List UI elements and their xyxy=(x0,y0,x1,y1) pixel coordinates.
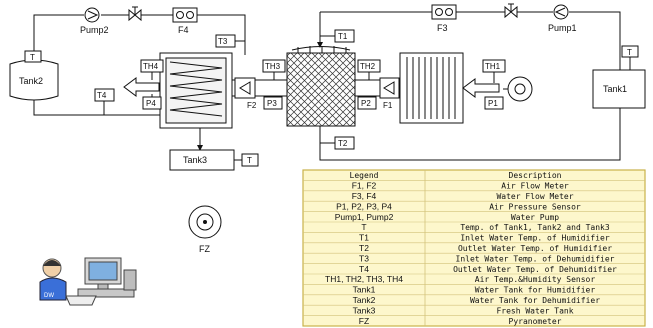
legend-key: Tank3 xyxy=(353,305,376,315)
svg-text:T3: T3 xyxy=(218,37,228,46)
sensor-t2: T2 xyxy=(320,136,355,150)
pyranometer-fz: FZ xyxy=(188,205,222,254)
svg-text:T4: T4 xyxy=(97,91,107,100)
tank1-temp-label: T xyxy=(627,48,632,57)
svg-text:T1: T1 xyxy=(338,32,348,41)
legend-key: Tank1 xyxy=(353,285,376,295)
tank3: Tank3 T xyxy=(169,149,259,171)
dehumidifier-outlet: TH4 P4 xyxy=(123,59,164,110)
svg-text:TH4: TH4 xyxy=(143,62,159,71)
legend-key: Tank2 xyxy=(353,295,376,305)
svg-text:TH1: TH1 xyxy=(485,62,501,71)
valve-left xyxy=(128,6,142,22)
legend-description: Outlet Water Temp. of Humidifier xyxy=(458,244,612,253)
pump2: Pump2 xyxy=(80,7,109,35)
legend-key: FZ xyxy=(359,316,369,326)
tank2-temp-label: T xyxy=(30,53,35,62)
sensor-t4: T4 xyxy=(94,88,115,115)
legend-key: P1, P2, P3, P4 xyxy=(336,201,392,211)
legend-description: Inlet Water Temp. of Dehumidifier xyxy=(456,254,615,263)
legend-description: Air Pressure Sensor xyxy=(489,202,581,211)
pump2-label: Pump2 xyxy=(80,25,109,35)
legend-key: T xyxy=(361,222,366,232)
legend-key: T2 xyxy=(359,243,369,253)
f4-label: F4 xyxy=(178,25,189,35)
legend-description: Water Tank for Humidifier xyxy=(475,286,596,295)
legend-key: F3, F4 xyxy=(352,191,377,201)
legend-description: Temp. of Tank1, Tank2 and Tank3 xyxy=(460,223,609,232)
svg-text:TH3: TH3 xyxy=(265,62,281,71)
tank1: Tank1 T xyxy=(592,45,646,109)
pump1: Pump1 xyxy=(548,4,577,33)
legend-description: Fresh Water Tank xyxy=(496,306,573,315)
sensor-t3: T3 xyxy=(215,34,245,48)
svg-text:T2: T2 xyxy=(338,139,348,148)
tank3-temp-label: T xyxy=(247,156,252,165)
operator-badge: DW xyxy=(44,293,54,299)
legend-key: F1, F2 xyxy=(352,181,377,191)
svg-text:P1: P1 xyxy=(488,99,498,108)
svg-text:TH2: TH2 xyxy=(360,62,376,71)
legend-description: Water Flow Meter xyxy=(496,192,573,201)
legend-background xyxy=(302,169,646,327)
legend-description: Water Pump xyxy=(511,213,559,222)
legend-header-left: Legend xyxy=(350,171,379,180)
legend-description: Inlet Water Temp. of Humidifier xyxy=(460,234,609,243)
legend-description: Water Tank for Dehumidifier xyxy=(470,296,600,305)
svg-text:P4: P4 xyxy=(146,99,156,108)
f1-label: F1 xyxy=(383,101,393,110)
flow-meter-f4: F4 xyxy=(172,7,198,35)
legend-description: Outlet Water Temp. of Dehumidifier xyxy=(453,265,617,274)
tank2: Tank2 T xyxy=(9,50,59,101)
valve-right xyxy=(504,3,518,19)
svg-text:FZ: FZ xyxy=(199,244,210,254)
svg-text:Tank3: Tank3 xyxy=(183,155,207,165)
legend-description: Air Flow Meter xyxy=(501,182,569,191)
svg-text:Tank1: Tank1 xyxy=(603,84,627,94)
svg-text:P3: P3 xyxy=(267,99,277,108)
air-duct-middle: F2 TH3 P3 xyxy=(232,59,287,110)
legend-key: T3 xyxy=(359,253,369,263)
svg-text:P2: P2 xyxy=(361,99,371,108)
dehumidifier xyxy=(159,52,233,151)
operator-with-computer: DW xyxy=(39,257,137,306)
legend-header-right: Description xyxy=(509,171,562,180)
air-heater xyxy=(399,52,464,124)
f3-label: F3 xyxy=(437,23,448,33)
legend-key: Pump1, Pump2 xyxy=(335,212,394,222)
legend-description: Air Temp.&Humidity Sensor xyxy=(475,275,596,284)
air-duct-right: TH2 P2 F1 xyxy=(355,59,400,110)
legend-key: TH1, TH2, TH3, TH4 xyxy=(325,274,403,284)
sensor-t1: T1 xyxy=(320,29,355,43)
legend-key: T4 xyxy=(359,264,369,274)
air-inlet: TH1 P1 xyxy=(462,59,533,110)
legend-key: T1 xyxy=(359,233,369,243)
f2-label: F2 xyxy=(247,101,257,110)
pump1-label: Pump1 xyxy=(548,23,577,33)
humidifier xyxy=(286,46,356,127)
flow-meter-f3: F3 xyxy=(431,4,457,33)
legend-description: Pyranometer xyxy=(509,317,562,326)
svg-text:Tank2: Tank2 xyxy=(19,76,43,86)
dehumidifier-water-loop xyxy=(33,14,246,116)
